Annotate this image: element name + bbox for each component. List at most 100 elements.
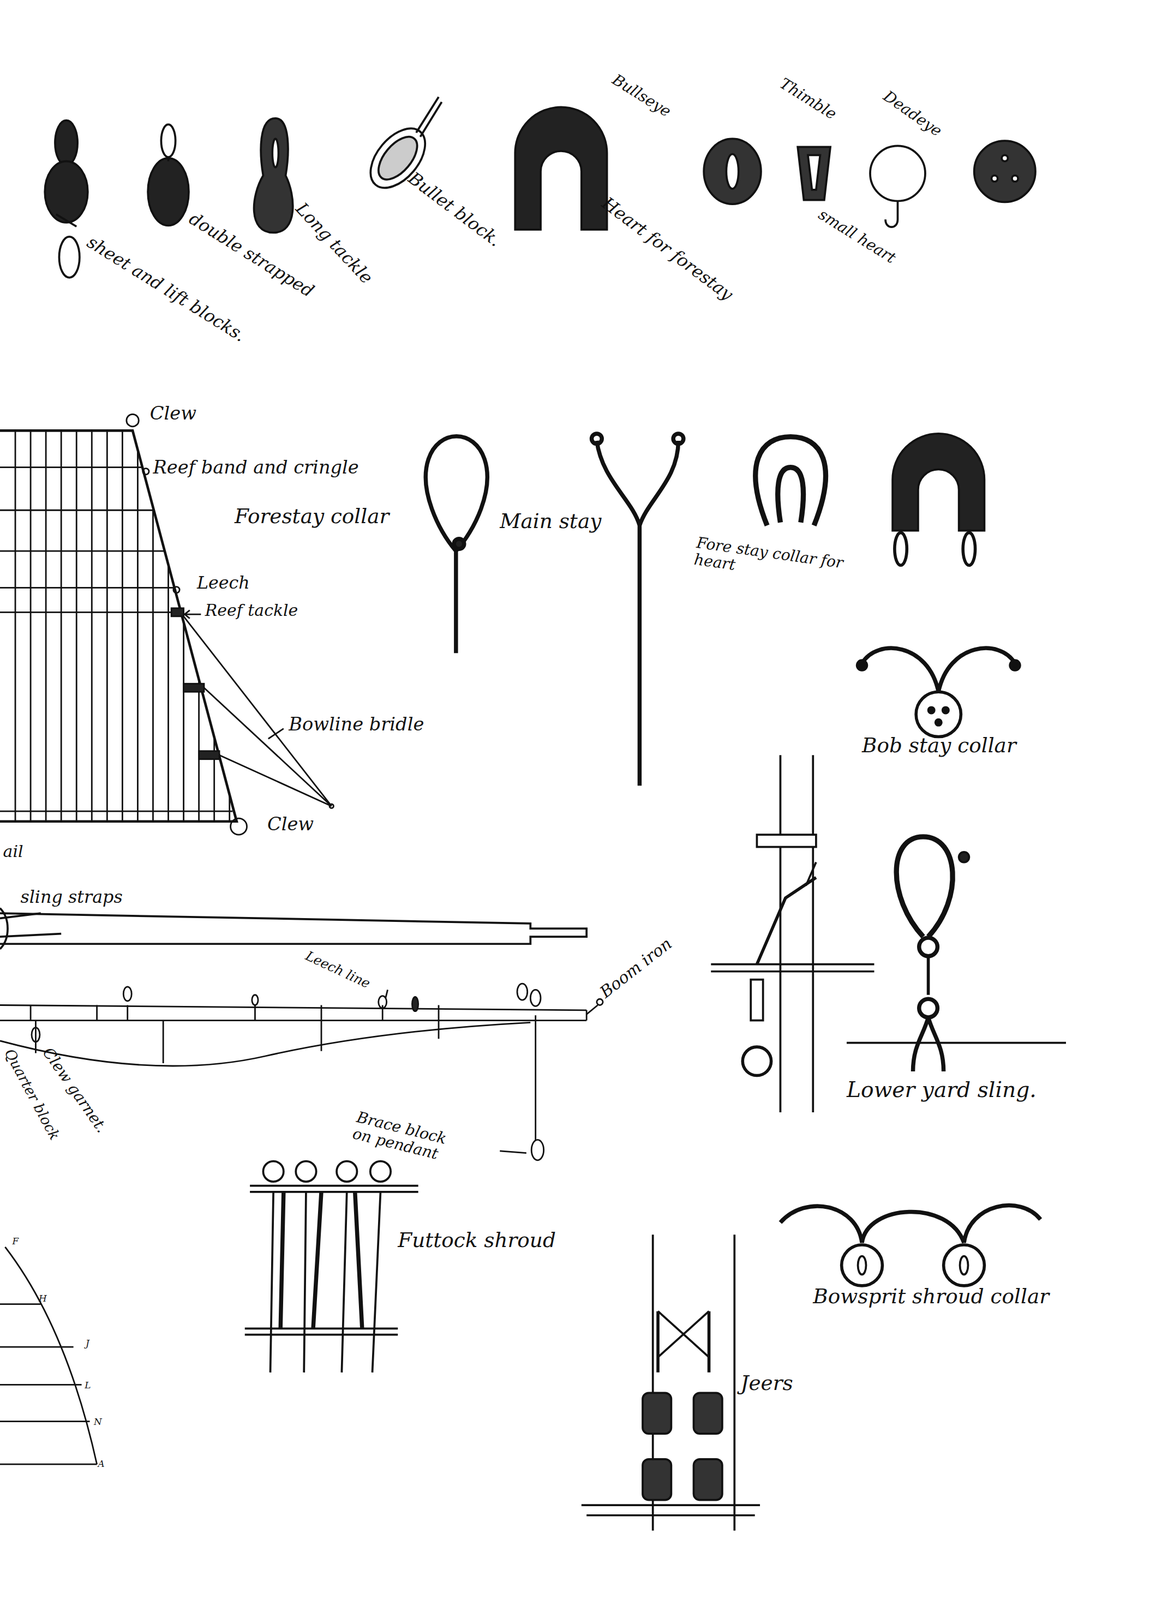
lower-yard-sling — [846, 836, 1066, 1072]
boom — [0, 1004, 587, 1021]
sail — [142, 468, 149, 475]
jeers — [642, 1459, 672, 1501]
bob-stay-collar — [943, 708, 948, 712]
deadeye — [1011, 175, 1018, 182]
part-label: Long tackle — [291, 199, 376, 288]
sail — [0, 467, 233, 812]
part-label: double strapped — [185, 208, 317, 302]
part-label: Heart for forestay — [598, 193, 737, 305]
futtock-shroud — [270, 1192, 381, 1373]
lower-yard-sling — [959, 852, 970, 863]
part-label: Jeers — [740, 1372, 794, 1395]
heart-with-collar — [962, 532, 975, 566]
boom — [499, 1151, 527, 1154]
part-label: A — [98, 1458, 105, 1470]
heart-with-collar — [894, 532, 907, 566]
boom — [531, 1139, 544, 1160]
part-label: Reef tackle — [205, 601, 298, 620]
bob-stay-collar — [858, 661, 867, 670]
sheet-lift-block — [58, 236, 80, 278]
double-strapped-block — [160, 124, 176, 158]
mast-sling — [710, 964, 874, 972]
mast-sling — [756, 834, 816, 847]
part-label: N — [93, 1416, 103, 1428]
part-label: Deadeye — [879, 87, 945, 141]
bullseye — [703, 138, 762, 205]
sail — [126, 414, 139, 427]
yard — [0, 908, 8, 950]
jeers — [693, 1392, 723, 1434]
futtock-shroud — [244, 1161, 419, 1373]
sail — [183, 616, 332, 807]
part-label: Boom iron — [596, 934, 676, 1002]
bob-stay-collar — [915, 691, 961, 737]
sail — [0, 414, 334, 835]
bowsprit-shroud-collar — [858, 1256, 867, 1275]
jeers — [693, 1459, 723, 1501]
long-tackle-block — [272, 138, 279, 167]
bullet-block — [416, 97, 442, 137]
part-label: Forestay collar — [234, 505, 389, 528]
sail — [171, 608, 184, 617]
bowsprit-shroud-collar — [943, 1244, 985, 1286]
yard — [0, 913, 62, 937]
futtock-shroud — [370, 1161, 391, 1182]
double-strapped-block — [147, 124, 189, 226]
part-label: Futtock shroud — [397, 1229, 556, 1252]
part-label: Bob stay collar — [861, 734, 1017, 757]
part-label: sheet and lift blocks. — [83, 232, 249, 346]
bowsprit-shroud-collar — [780, 1205, 1041, 1286]
bowsprit-shroud-collar — [841, 1244, 883, 1286]
deadeye — [974, 140, 1036, 202]
heart-with-collar — [892, 433, 985, 566]
lower-yard-sling — [913, 1017, 944, 1072]
sheer-curve — [4, 1247, 97, 1465]
part-label: Leech line — [302, 948, 373, 992]
sail — [173, 587, 180, 594]
part-label: Fore stay collar for heart — [692, 534, 849, 590]
sail — [199, 751, 220, 760]
thimble — [797, 146, 831, 200]
bob-stay-collar — [858, 648, 1020, 737]
boom — [530, 989, 541, 1006]
boom — [123, 986, 132, 1002]
heart-fitting — [514, 106, 607, 230]
double-strapped-block — [147, 158, 189, 226]
mast-sling — [805, 862, 817, 886]
small-heart-ring — [870, 145, 926, 201]
part-label: Bowsprit shroud collar — [812, 1285, 1050, 1308]
mast-sling — [780, 755, 813, 1113]
mast-sling — [756, 877, 816, 965]
lower-yard-sling — [926, 956, 931, 996]
thimble — [807, 154, 820, 190]
deadeye — [1001, 154, 1008, 161]
sail — [329, 804, 334, 808]
sail — [0, 430, 237, 822]
sheet-lift-block — [55, 120, 78, 166]
fore-stay-collar — [755, 436, 826, 526]
yard — [0, 908, 587, 950]
futtock-shroud — [280, 1192, 363, 1329]
bullseye — [726, 153, 739, 189]
part-label: J — [85, 1338, 90, 1349]
thimble — [797, 146, 831, 200]
double-strapped-block — [167, 157, 170, 161]
deadeye — [974, 140, 1036, 202]
bob-stay-collar — [929, 708, 933, 712]
heart-with-collar — [892, 433, 985, 531]
bowsprit-shroud-collar — [780, 1205, 1041, 1244]
boom — [385, 989, 388, 998]
bob-stay-collar — [1010, 661, 1020, 670]
part-label: Bullseye — [609, 71, 674, 121]
boom — [586, 1004, 598, 1015]
boom — [0, 983, 603, 1161]
bowsprit-shroud-collar — [960, 1256, 969, 1275]
sail — [184, 610, 201, 619]
part-label: F — [12, 1236, 19, 1247]
heart-fitting — [514, 106, 607, 230]
part-label: Thimble — [776, 75, 840, 124]
part-label: H — [38, 1293, 47, 1304]
part-label: Brace block on pendant — [350, 1109, 468, 1170]
part-label: Leech — [196, 573, 250, 593]
